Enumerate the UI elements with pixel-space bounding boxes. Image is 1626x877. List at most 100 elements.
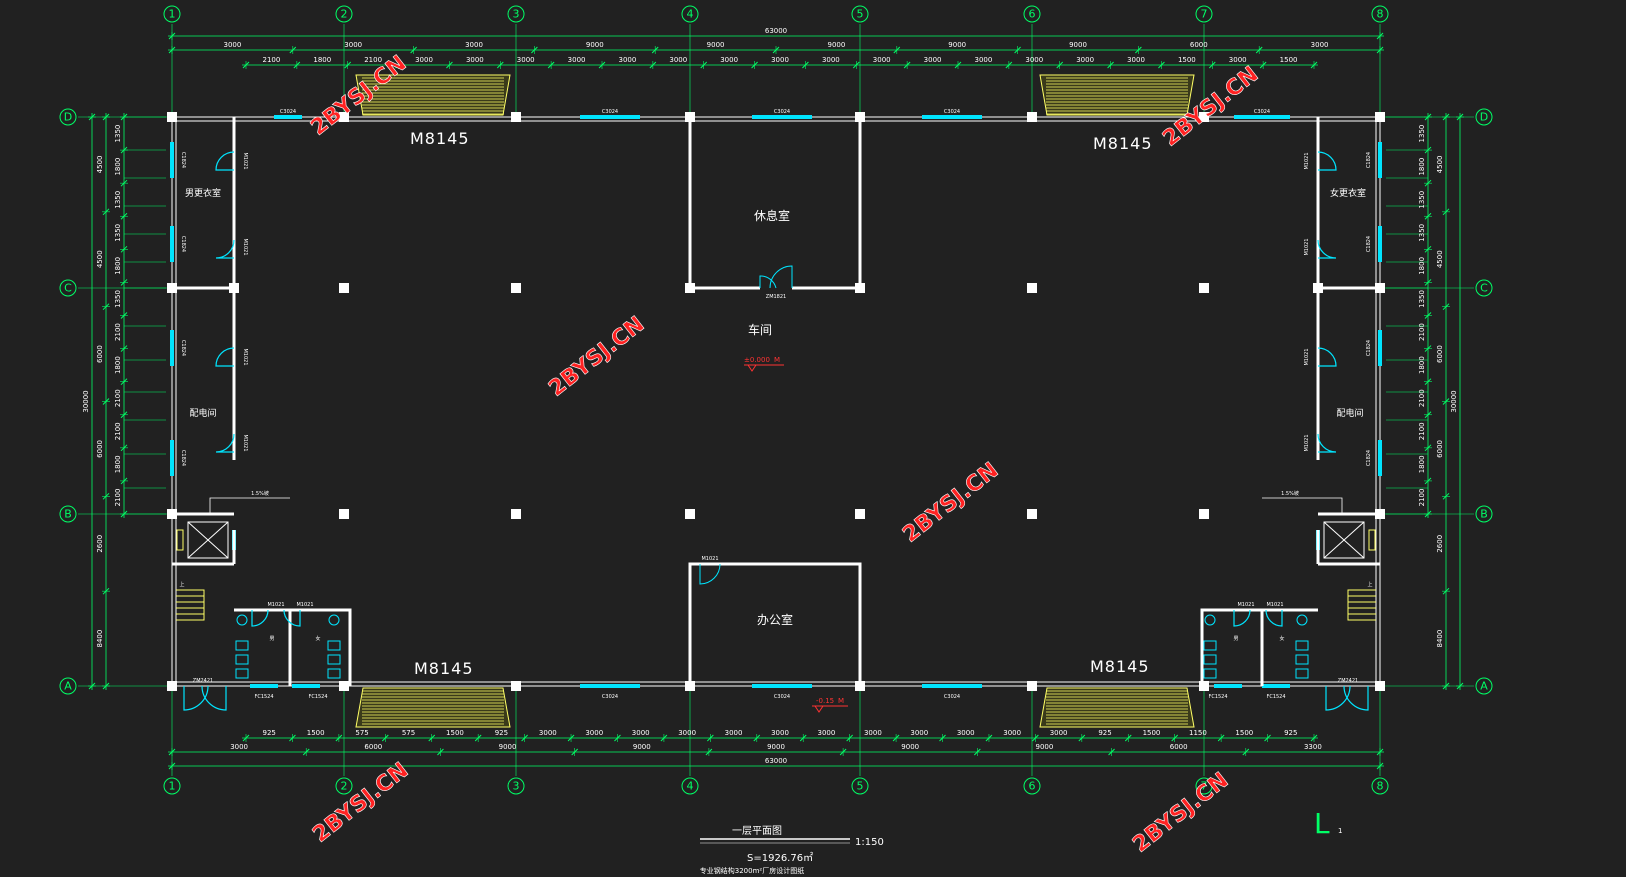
label-m8145-top-right: M8145 xyxy=(1093,134,1153,153)
grid-bubble-right-D xyxy=(1475,108,1493,126)
dim-bottom-row1-text: 3000 xyxy=(818,729,836,737)
grid-bubble-bottom-1 xyxy=(163,777,181,795)
dim-top-row1-text: 3000 xyxy=(465,41,483,49)
dim-left-inner-text: 2100 xyxy=(114,389,122,407)
column-5 xyxy=(511,681,521,691)
drawing-area: S=1926.76㎡ xyxy=(747,852,813,864)
dim-bottom-row2-text: 9000 xyxy=(1036,743,1054,751)
window-label-left-2: C1824 xyxy=(180,340,186,356)
rollup-door-bottom-left xyxy=(355,687,511,728)
grid-bubble-bottom-2 xyxy=(335,777,353,795)
dim-bottom-row1-text: 3000 xyxy=(957,729,975,737)
dim-right-mid-text: 6000 xyxy=(1436,440,1444,458)
dim-top-row2-text: 2100 xyxy=(263,56,281,64)
grid-label-bottom-7: 7 xyxy=(1201,780,1208,793)
dim-bottom-row2-text: 3000 xyxy=(230,743,248,751)
label-m1021-wc-r2: M1021 xyxy=(1266,602,1283,608)
window-bottom-5 xyxy=(1214,684,1242,688)
window-right-0 xyxy=(1378,142,1382,178)
grid-label-right-C: C xyxy=(1480,282,1488,295)
window-label-bottom-1: C3024 xyxy=(774,694,790,700)
column-12 xyxy=(1199,112,1209,122)
column-0 xyxy=(167,112,177,122)
dim-left-inner-text: 1800 xyxy=(114,356,122,374)
dim-left-mid-text: 6000 xyxy=(96,440,104,458)
door-label-right-1: M1021 xyxy=(1304,238,1310,255)
dim-bottom-row2-text: 3300 xyxy=(1304,743,1322,751)
column-1 xyxy=(167,681,177,691)
dim-right-inner-text: 2100 xyxy=(1418,389,1426,407)
grid-bubble-left-A xyxy=(59,677,77,695)
door-label-right-0: M1021 xyxy=(1304,152,1310,169)
grid-label-right-A: A xyxy=(1480,680,1488,693)
dim-top-row2-text: 3000 xyxy=(669,56,687,64)
window-label-left-1: C1824 xyxy=(180,236,186,252)
window-left-3 xyxy=(170,440,174,476)
grid-label-bottom-4: 4 xyxy=(687,780,694,793)
dim-top-row2-text: 3000 xyxy=(873,56,891,64)
grid-label-bottom-6: 6 xyxy=(1029,780,1036,793)
dim-top-row2-text: 1500 xyxy=(1280,56,1298,64)
grid-bubble-left-B xyxy=(59,505,77,523)
window-bottom-4 xyxy=(922,684,982,688)
dim-top-row1-text: 9000 xyxy=(827,41,845,49)
door-label-left-3: M1021 xyxy=(242,434,248,451)
sink-1 xyxy=(328,614,340,626)
dim-right-inner-text: 1350 xyxy=(1418,125,1426,143)
grid-bubble-bottom-4 xyxy=(681,777,699,795)
grid-bubble-bottom-3 xyxy=(507,777,525,795)
stair-right xyxy=(1347,589,1376,621)
label-fc1524-l1: FC1524 xyxy=(254,694,273,700)
dim-left-mid-text: 4500 xyxy=(96,156,104,174)
dim-top-row2-text: 3000 xyxy=(466,56,484,64)
dim-top-row2-text: 1500 xyxy=(1178,56,1196,64)
toilet-fixture-4 xyxy=(327,654,341,665)
dim-top-row2-text: 1800 xyxy=(313,56,331,64)
grid-bubble-bottom-8 xyxy=(1371,777,1389,795)
grid-label-left-B: B xyxy=(64,508,72,521)
window-label-right-1: C1824 xyxy=(1366,236,1372,252)
grid-label-top-1: 1 xyxy=(169,8,176,21)
room-rest: 休息室 xyxy=(754,208,790,223)
stair-up-right: 上 xyxy=(1367,581,1372,588)
dim-right-inner-text: 2100 xyxy=(1418,489,1426,507)
window-bottom-3 xyxy=(752,684,812,688)
grid-bubble-top-1 xyxy=(163,5,181,23)
door-label-right-3: M1021 xyxy=(1304,434,1310,451)
dim-bottom-row1-text: 1500 xyxy=(446,729,464,737)
label-m1021-wc-r1: M1021 xyxy=(1237,602,1254,608)
dim-bottom-row1-text: 925 xyxy=(1098,729,1111,737)
grid-label-top-6: 6 xyxy=(1029,8,1036,21)
room-men-changing: 男更衣室 xyxy=(185,187,221,199)
grid-bubble-right-A xyxy=(1475,677,1493,695)
dim-top-row2-text: 3000 xyxy=(924,56,942,64)
toilet-fixture-10 xyxy=(1295,654,1309,665)
dim-top-row2-text: 3000 xyxy=(1229,56,1247,64)
column-11 xyxy=(1027,681,1037,691)
dim-bottom-row1-text: 575 xyxy=(402,729,415,737)
toilet-fixture-0 xyxy=(235,640,249,651)
door-label-left-0: M1021 xyxy=(242,152,248,169)
side-door-swings xyxy=(183,151,1369,711)
toilet-fixture-11 xyxy=(1295,668,1309,679)
label-fc1524-l2: FC1524 xyxy=(308,694,327,700)
dim-bottom-row2-text: 6000 xyxy=(364,743,382,751)
stair-up-left: 上 xyxy=(179,581,184,588)
dim-left-inner-text: 1350 xyxy=(114,191,122,209)
dim-bottom-row1-text: 3000 xyxy=(725,729,743,737)
column-13 xyxy=(1199,681,1209,691)
dim-right-total-text: 30000 xyxy=(1450,390,1458,412)
sink-0 xyxy=(236,614,248,626)
grid-label-bottom-1: 1 xyxy=(169,780,176,793)
elevator-left xyxy=(176,521,229,559)
dim-left-inner-text: 1350 xyxy=(114,290,122,308)
dim-right-inner-text: 1800 xyxy=(1418,158,1426,176)
door-label-left-2: M1021 xyxy=(242,348,248,365)
dim-top-row2-text: 3000 xyxy=(771,56,789,64)
dim-top-row1-text: 9000 xyxy=(707,41,725,49)
toilet-fixture-7 xyxy=(1203,654,1217,665)
dim-bottom-row1-text: 3000 xyxy=(1003,729,1021,737)
window-top-0 xyxy=(274,115,302,119)
slope-note-left-text: 1.5%坡 xyxy=(251,490,269,497)
